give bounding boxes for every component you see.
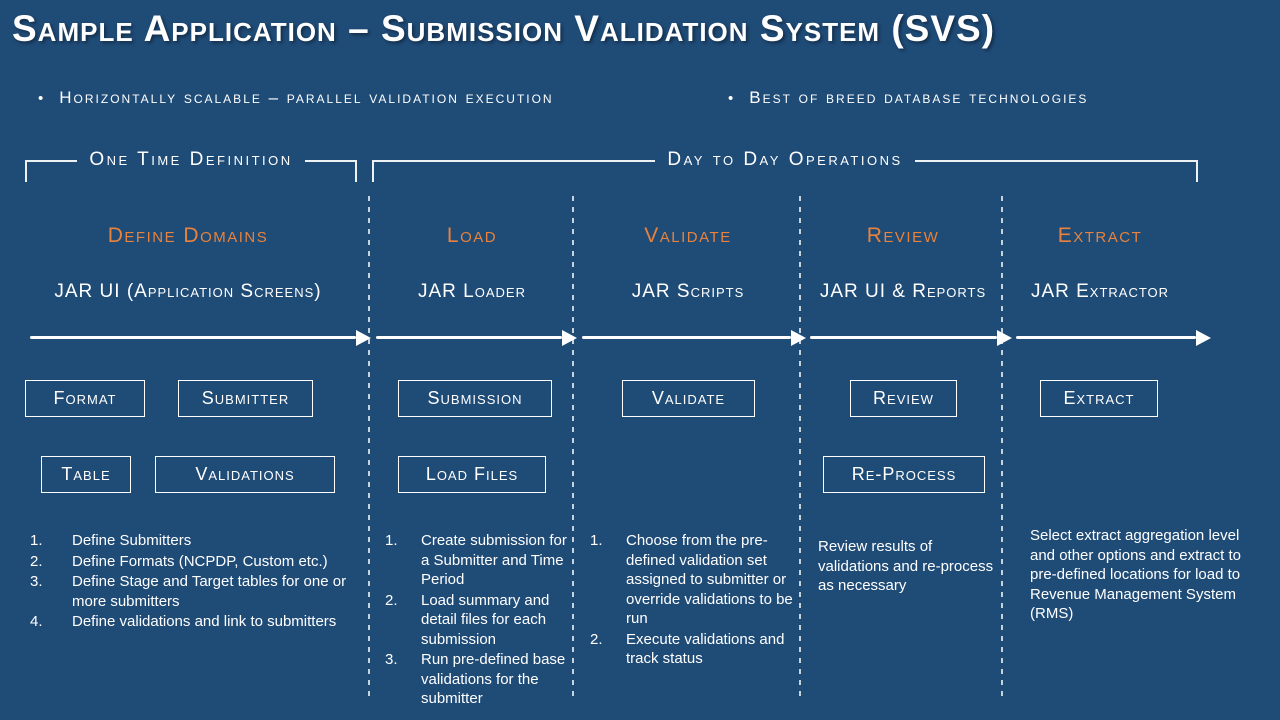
step-item: Define Stage and Target tables for one o… [30,572,347,610]
column-tool-jar-scripts: JAR Scripts [631,281,745,302]
flow-arrow-3 [582,329,806,346]
slide-title: Sample Application – Submission Validati… [12,8,996,49]
step-box-load-files: Load Files [398,456,546,493]
section-bracket-one-time-definition: One Time Definition [25,149,357,182]
step-box-validations: Validations [155,456,335,493]
step-item: Create submission for a Submitter and Ti… [385,531,567,588]
column-divider-2 [572,196,574,702]
step-item: Define validations and link to submitter… [30,612,337,631]
step-item: Define Formats (NCPDP, Custom etc.) [30,552,328,571]
step-item: Load summary and detail files for each s… [385,591,550,648]
step-list-load: Create submission for a Submitter and Ti… [385,531,577,710]
step-item: Execute validations and track status [590,630,785,668]
column-tool-jar-extractor: JAR Extractor [1030,281,1170,302]
step-box-submitter: Submitter [178,380,313,417]
step-box-table: Table [41,456,131,493]
column-divider-4 [1001,196,1003,702]
bracket-arm-right [914,160,1199,182]
column-heading-extract: Extract [1057,224,1143,247]
column-tool-jar-ui-reports: JAR UI & Reports [819,281,987,302]
bracket-arm-right [304,160,357,182]
column-tool-jar-ui: JAR UI (Application Screens) [54,281,322,302]
flow-arrow-2 [376,329,577,346]
section-label: Day to Day Operations [667,149,903,170]
bullet-text: Best of breed database technologies [749,88,1089,107]
column-heading-load: Load [446,224,498,247]
step-item: Run pre-defined base validations for the… [385,650,566,707]
note-review: Review results of validations and re-pro… [818,538,994,594]
column-divider-3 [799,196,801,702]
bullet-item-scalability: • Horizontally scalable – parallel valid… [38,88,554,108]
flow-arrow-5 [1016,329,1211,346]
step-box-format: Format [25,380,145,417]
step-box-extract: Extract [1040,380,1158,417]
flow-arrow-1 [30,329,371,346]
column-heading-define-domains: Define Domains [107,224,269,247]
step-item: Define Submitters [30,531,192,550]
step-list-validate: Choose from the pre-defined validation s… [590,531,802,670]
flow-arrow-4 [810,329,1012,346]
bracket-arm-left [372,160,656,182]
step-box-submission: Submission [398,380,552,417]
bullet-dot-icon: • [728,90,734,107]
column-heading-validate: Validate [644,224,732,247]
step-list-define-domains: Define Submitters Define Formats (NCPDP,… [30,531,368,633]
bullet-item-database: • Best of breed database technologies [728,88,1088,108]
bracket-arm-left [25,160,78,182]
step-box-re-process: Re-Process [823,456,985,493]
column-heading-review: Review [866,224,940,247]
step-box-review: Review [850,380,957,417]
step-box-validate: Validate [622,380,755,417]
section-bracket-day-to-day-operations: Day to Day Operations [372,149,1199,182]
section-label: One Time Definition [89,149,293,170]
bullet-dot-icon: • [38,90,44,107]
column-tool-jar-loader: JAR Loader [418,281,526,302]
bullet-text: Horizontally scalable – parallel validat… [59,88,554,107]
note-extract: Select extract aggregation level and oth… [1030,527,1241,622]
column-divider-1 [368,196,370,702]
step-item: Choose from the pre-defined validation s… [590,531,793,627]
